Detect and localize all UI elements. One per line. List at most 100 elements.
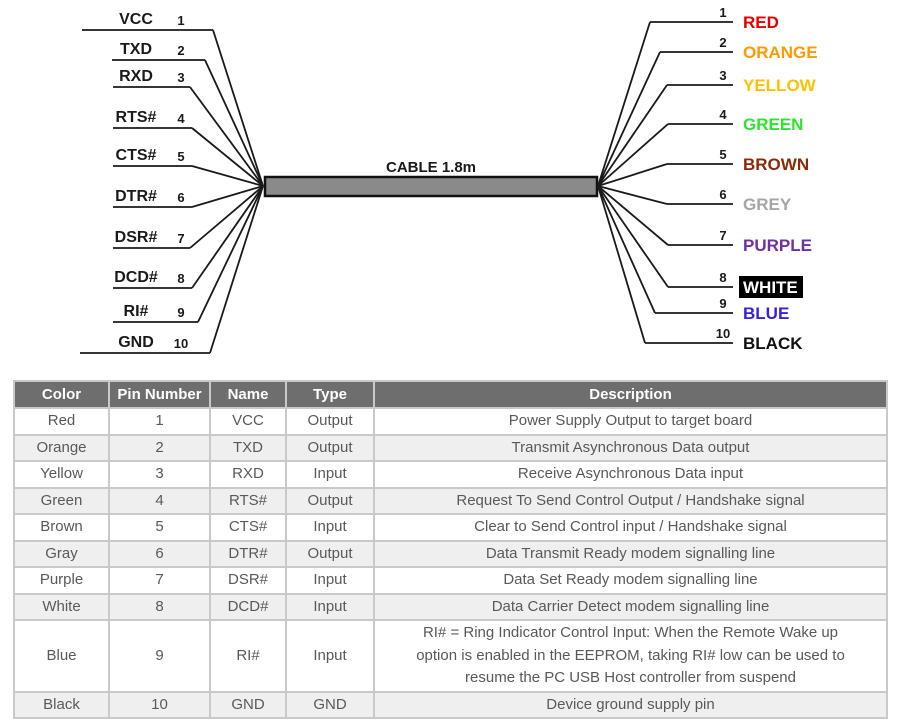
- wire-left-diagonal: [189, 185, 264, 249]
- right-pin-number: 10: [716, 326, 730, 341]
- left-pin-number: 10: [174, 336, 188, 351]
- left-pin-name: GND: [118, 334, 154, 351]
- color-cell: Purple: [13, 566, 110, 595]
- right-pin-number: 1: [719, 5, 726, 20]
- wire-right-diagonal: [597, 21, 651, 187]
- header-description: Description: [373, 380, 888, 409]
- color-cell: Brown: [13, 513, 110, 542]
- color-cell: Gray: [13, 539, 110, 568]
- wire-right-diagonal: [597, 185, 646, 344]
- left-pin-name: RTS#: [116, 109, 157, 126]
- color-cell: Blue: [13, 619, 110, 693]
- name-cell: GND: [209, 690, 287, 719]
- name-cell: DSR#: [209, 566, 287, 595]
- name-cell: RTS#: [209, 486, 287, 515]
- name-cell: DCD#: [209, 592, 287, 621]
- left-pin-name: DSR#: [115, 229, 158, 246]
- pin-number-cell: 4: [108, 486, 211, 515]
- header-name: Name: [209, 380, 287, 409]
- type-cell: GND: [285, 690, 375, 719]
- wire-right-diagonal: [597, 123, 669, 187]
- left-pin-name: RXD: [119, 68, 153, 85]
- cable-label: CABLE 1.8m: [386, 159, 476, 176]
- right-color-label: BLUE: [743, 304, 789, 323]
- name-cell: DTR#: [209, 539, 287, 568]
- right-color-label: WHITE: [743, 278, 798, 297]
- right-pin-number: 4: [719, 107, 727, 122]
- color-cell: White: [13, 592, 110, 621]
- right-color-label: GREEN: [743, 115, 803, 134]
- description-cell: Data Set Ready modem signalling line: [373, 566, 888, 595]
- type-cell: Input: [285, 566, 375, 595]
- wire-left-diagonal: [191, 165, 264, 187]
- name-cell: TXD: [209, 433, 287, 462]
- description-cell: Power Supply Output to target board: [373, 407, 888, 436]
- type-cell: Output: [285, 407, 375, 436]
- wire-right-diagonal: [597, 84, 668, 187]
- pin-number-cell: 6: [108, 539, 211, 568]
- description-cell: Receive Asynchronous Data input: [373, 460, 888, 489]
- pin-number-cell: 3: [108, 460, 211, 489]
- type-cell: Input: [285, 592, 375, 621]
- left-pin-name: RI#: [124, 303, 149, 320]
- name-cell: RXD: [209, 460, 287, 489]
- pin-number-cell: 1: [108, 407, 211, 436]
- right-color-label: YELLOW: [743, 76, 817, 95]
- cable-body: [263, 175, 599, 198]
- left-pin-number: 7: [177, 231, 184, 246]
- left-pin-number: 8: [177, 271, 184, 286]
- wire-right-diagonal: [597, 51, 661, 187]
- right-color-label: GREY: [743, 195, 792, 214]
- left-pin-name: TXD: [120, 41, 152, 58]
- left-pin-number: 5: [177, 149, 184, 164]
- wire-right-diagonal: [597, 185, 669, 288]
- left-pin-number: 9: [177, 305, 184, 320]
- name-cell: VCC: [209, 407, 287, 436]
- type-cell: Input: [285, 513, 375, 542]
- pinout-table-section: Color Pin Number Name Type Description R…: [13, 380, 900, 719]
- header-color: Color: [13, 380, 110, 409]
- right-pin-number: 6: [719, 187, 726, 202]
- white-label-background: [739, 276, 803, 298]
- wire-right-diagonal: [597, 185, 669, 246]
- pin-number-cell: 5: [108, 513, 211, 542]
- description-cell: RI# = Ring Indicator Control Input: When…: [373, 619, 888, 693]
- left-pin-number: 2: [177, 43, 184, 58]
- table-header: Color Pin Number Name Type Description: [13, 380, 888, 409]
- wire-right-diagonal: [597, 185, 656, 314]
- color-cell: Black: [13, 690, 110, 719]
- left-pin-name: DTR#: [115, 188, 157, 205]
- color-cell: Yellow: [13, 460, 110, 489]
- pin-number-cell: 10: [108, 690, 211, 719]
- wire-left-diagonal: [189, 86, 264, 187]
- left-pin-number: 3: [177, 70, 184, 85]
- header-type: Type: [285, 380, 375, 409]
- name-cell: CTS#: [209, 513, 287, 542]
- description-cell: Data Carrier Detect modem signalling lin…: [373, 592, 888, 621]
- right-pin-number: 2: [719, 35, 726, 50]
- color-cell: Orange: [13, 433, 110, 462]
- pin-number-cell: 7: [108, 566, 211, 595]
- pin-number-cell: 9: [108, 619, 211, 693]
- color-cell: Red: [13, 407, 110, 436]
- right-pin-number: 9: [719, 296, 726, 311]
- wire-left-diagonal: [209, 185, 264, 354]
- wire-left-diagonal: [191, 185, 264, 289]
- left-pin-name: DCD#: [114, 269, 158, 286]
- pin-number-cell: 2: [108, 433, 211, 462]
- type-cell: Input: [285, 460, 375, 489]
- wire-right-diagonal: [597, 185, 668, 205]
- type-cell: Input: [285, 619, 375, 693]
